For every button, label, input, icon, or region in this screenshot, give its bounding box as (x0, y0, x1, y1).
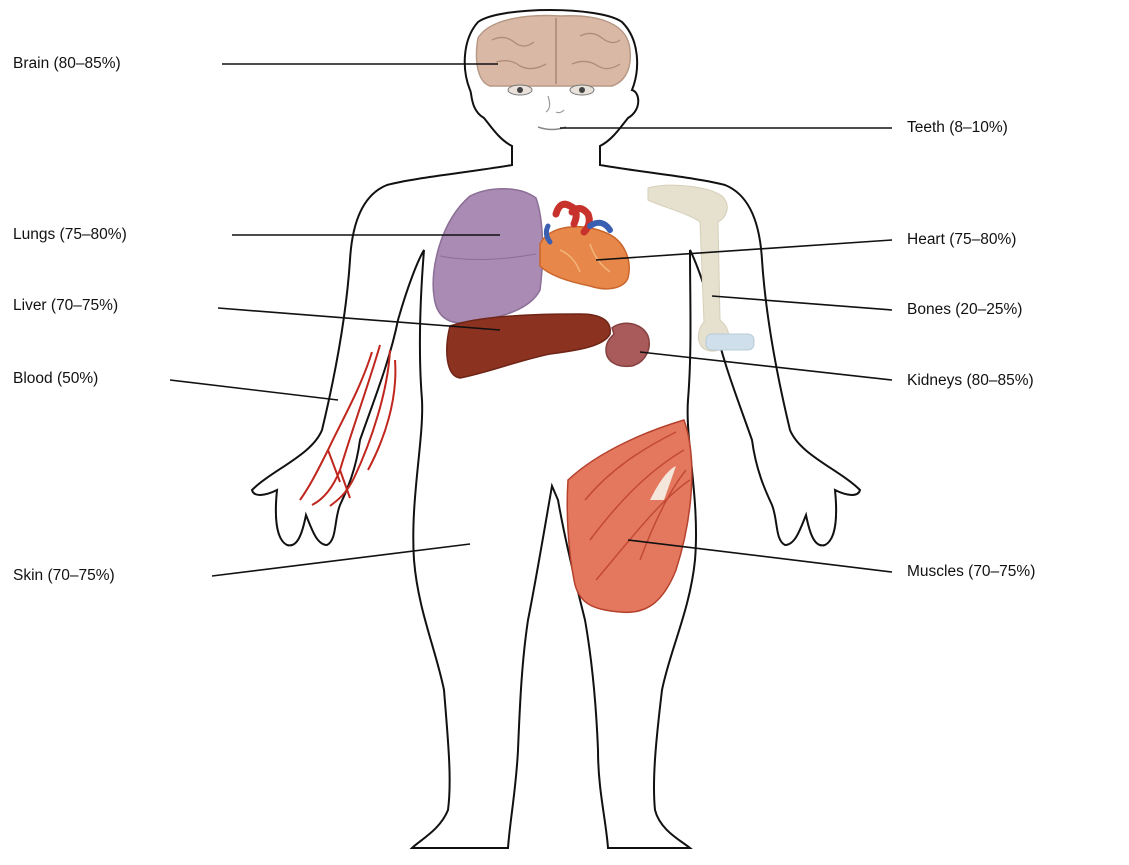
kidneys-label: Kidneys (80–85%) (907, 372, 1034, 390)
teeth-label: Teeth (8–10%) (907, 119, 1008, 137)
body-outline (252, 10, 860, 848)
bones-label: Bones (20–25%) (907, 301, 1022, 319)
kidney-illustration (606, 323, 649, 366)
muscles-label: Muscles (70–75%) (907, 563, 1035, 581)
blood-leader-line (170, 380, 338, 400)
brain-label: Brain (80–85%) (13, 55, 121, 73)
brain-illustration (477, 16, 631, 86)
blood-label: Blood (50%) (13, 370, 98, 388)
heart-label: Heart (75–80%) (907, 231, 1016, 249)
lungs-label: Lungs (75–80%) (13, 226, 127, 244)
skin-label: Skin (70–75%) (13, 567, 115, 585)
liver-label: Liver (70–75%) (13, 297, 118, 315)
